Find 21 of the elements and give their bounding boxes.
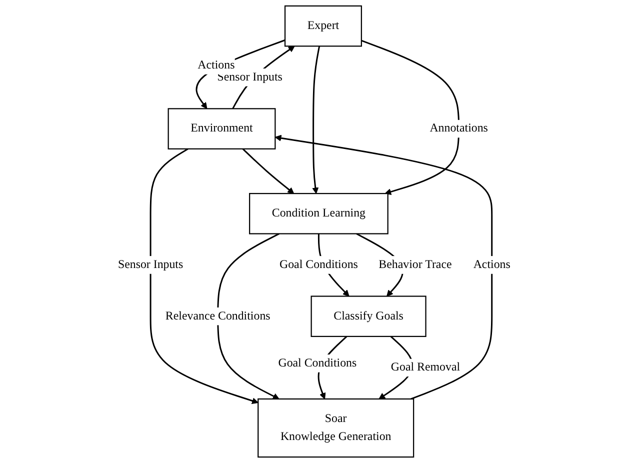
node-box: Expert bbox=[284, 5, 362, 47]
node-box: Environment bbox=[168, 108, 276, 150]
arrow bbox=[242, 148, 294, 194]
arrow bbox=[196, 39, 286, 109]
edge-label: Sensor Inputs bbox=[118, 258, 184, 271]
edge-label: Goal Conditions bbox=[278, 356, 357, 370]
edge-label: Sensor Inputs bbox=[218, 70, 283, 84]
arrow bbox=[217, 233, 280, 400]
edge-label: Behavior Trace bbox=[379, 258, 452, 271]
arrow bbox=[362, 40, 460, 195]
node-box: Soar Knowledge Generation bbox=[258, 398, 414, 458]
arrow bbox=[312, 46, 320, 194]
edge-label: Actions bbox=[198, 58, 236, 72]
edge-label: Actions bbox=[474, 258, 511, 271]
node-box: Condition Learning bbox=[249, 192, 389, 234]
node-box: Classify Goals bbox=[311, 296, 427, 337]
edge-label: Goal Conditions bbox=[280, 258, 358, 271]
edge-label: Relevance Conditions bbox=[166, 310, 271, 322]
edge-label: Annotations bbox=[430, 122, 488, 135]
edge-label: Goal Removal bbox=[391, 361, 460, 374]
arrow bbox=[150, 148, 259, 404]
